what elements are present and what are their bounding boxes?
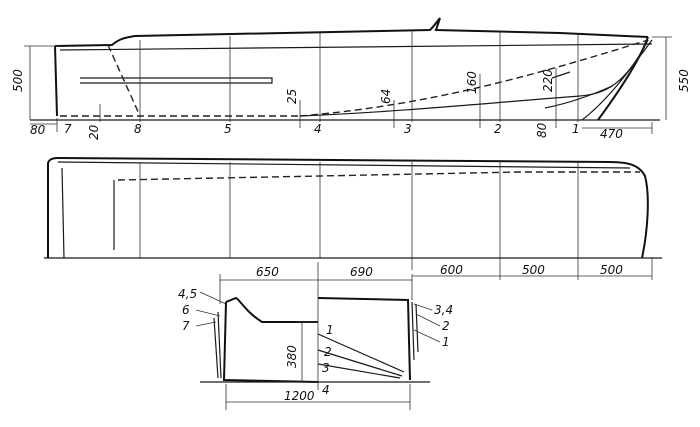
dim-500: 500: [11, 69, 25, 92]
section-label-1: 1: [442, 335, 450, 349]
section-dim-380-line: [296, 321, 318, 382]
section-left-frame-a: [217, 311, 222, 379]
dim-80-line: [30, 118, 58, 132]
hull-outline-plan: [47, 156, 649, 259]
section-right-leaders: [413, 303, 441, 343]
rake-line: [107, 44, 141, 117]
section-dim-1200: 1200: [284, 389, 315, 403]
dim-64: 64: [379, 89, 393, 104]
side-view: 500 550 80 20 25 64 160 220 80 470 7 8 5…: [11, 17, 691, 141]
section-dim-690: 690: [350, 265, 373, 279]
rub-rail: [80, 77, 273, 84]
section-dim-ticks: [219, 262, 413, 390]
section-frame-1: [317, 333, 405, 373]
transom-inner-plan: [61, 167, 65, 259]
dim-80-aft: 80: [30, 123, 46, 137]
section-label-2: 2: [442, 319, 450, 333]
section-right-frames: [411, 301, 419, 361]
section-inner-3: 3: [322, 361, 330, 375]
section-view: 650 690 380 1200 4,5 6 7 3,4 2 1 1 2 3: [178, 262, 453, 410]
transom-line: [54, 45, 58, 117]
dim-160: 160: [465, 71, 479, 94]
bottom-profile: [299, 39, 649, 117]
section-label-45: 4,5: [178, 287, 197, 301]
sheer-line: [54, 17, 649, 47]
plan-dim-600: 600: [440, 263, 463, 277]
section-label-6: 6: [182, 303, 190, 317]
section-left-deck: [225, 296, 318, 323]
dim-500-line: [24, 45, 60, 120]
station-label-4: 4: [314, 122, 322, 136]
bow-curve: [544, 85, 613, 109]
section-frame-2: [317, 349, 403, 377]
station-label-3: 3: [404, 122, 412, 136]
station-label-2: 2: [494, 122, 502, 136]
deck-edge-line: [59, 43, 653, 51]
section-inner-2: 2: [324, 345, 332, 359]
dim-550-line: [652, 36, 672, 120]
section-dim-380: 380: [285, 345, 299, 368]
bow-stem-inner: [581, 39, 653, 121]
cockpit-line-plan: [117, 171, 640, 181]
station-label-7: 7: [64, 122, 72, 136]
section-left-frame-b: [213, 317, 219, 379]
station-label-5: 5: [224, 122, 232, 136]
bow-detail: [551, 71, 571, 79]
section-inner-1: 1: [326, 323, 334, 337]
dim-470-line: [582, 122, 653, 134]
dim-20: 20: [87, 124, 101, 140]
section-label-34: 3,4: [434, 303, 453, 317]
deck-line-plan: [57, 161, 631, 169]
plan-view: 600 500 500: [44, 156, 662, 280]
section-right-side: [317, 297, 411, 381]
station-label-8: 8: [134, 122, 142, 136]
section-left-leaders: [195, 291, 227, 327]
chine-line: [299, 39, 649, 117]
section-dim-650: 650: [256, 265, 279, 279]
dim-80-bow: 80: [535, 122, 549, 138]
plan-dim-500-a: 500: [522, 263, 545, 277]
plan-dim-500-b: 500: [600, 263, 623, 277]
section-dim-1200-line: [225, 384, 411, 410]
section-frame-3: [317, 363, 401, 379]
station-label-1: 1: [572, 122, 580, 136]
section-inner-4: 4: [322, 383, 330, 397]
dim-550: 550: [677, 69, 691, 92]
dim-220: 220: [541, 69, 555, 92]
dim-470: 470: [600, 127, 623, 141]
section-left-side: [222, 301, 319, 383]
section-label-7: 7: [182, 319, 190, 333]
dim-25: 25: [285, 89, 299, 104]
